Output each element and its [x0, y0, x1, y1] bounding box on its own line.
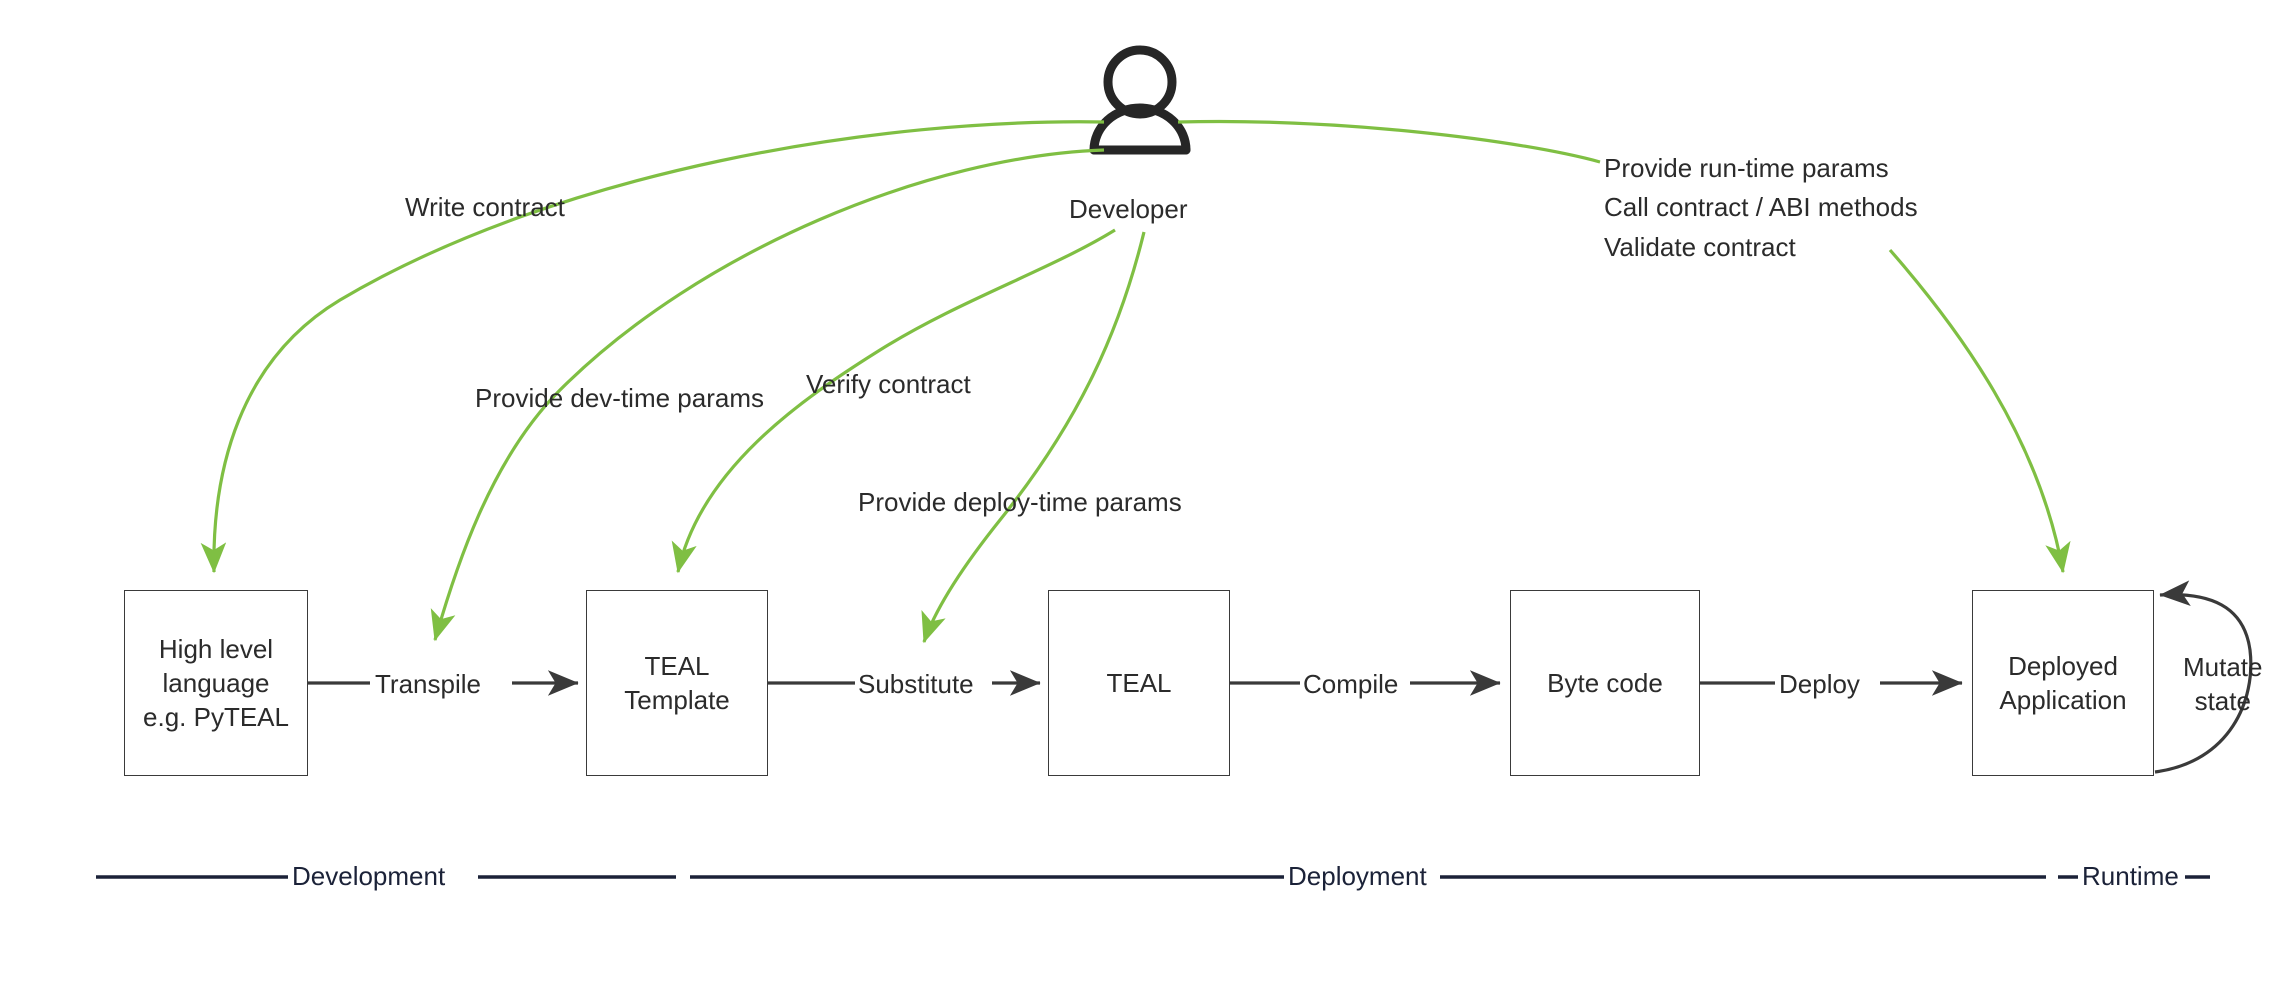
flow-label-deploy: Deploy [1779, 669, 1860, 699]
node-label-high-level-language: High level language e.g. PyTEAL [143, 633, 289, 733]
person-icon [1089, 45, 1191, 155]
node-teal-template[interactable]: TEAL Template [586, 590, 768, 776]
flow-label-mutate-state: Mutate state [2183, 652, 2263, 717]
flow-label-compile: Compile [1303, 669, 1399, 699]
edge-verify-contract [671, 228, 1116, 574]
actor-label-developer: Developer [1069, 194, 1188, 224]
runtime-annotation-line-3: Validate contract [1604, 232, 1796, 262]
edge-label-provide-dev-time-params: Provide dev-time params [475, 383, 764, 413]
edge-label-write-contract: Write contract [405, 192, 565, 222]
edge-write-contract [200, 120, 1105, 574]
runtime-annotation-line-1: Provide run-time params [1604, 153, 1889, 183]
node-teal[interactable]: TEAL [1048, 590, 1230, 776]
phase-label-development: Development [292, 861, 446, 891]
flow-label-substitute: Substitute [858, 669, 974, 699]
edge-runtime-to-deployed-app [1888, 248, 2071, 574]
flow-label-transpile: Transpile [375, 669, 481, 699]
node-label-teal: TEAL [1106, 667, 1172, 698]
edge-provide-deploy-time-params [921, 231, 1146, 644]
node-byte-code[interactable]: Byte code [1510, 590, 1700, 776]
edge-provide-dev-time-params [430, 148, 1105, 642]
node-high-level-language[interactable]: High level language e.g. PyTEAL [124, 590, 308, 776]
node-label-teal-template: TEAL Template [624, 650, 730, 715]
edge-label-provide-deploy-time-params: Provide deploy-time params [858, 487, 1182, 517]
edge-runtime-actions [1177, 119, 1601, 164]
edge-mutate-state [2154, 580, 2253, 774]
node-label-deployed-application: Deployed Application [1999, 650, 2127, 715]
node-deployed-application[interactable]: Deployed Application [1972, 590, 2154, 776]
phase-label-deployment: Deployment [1288, 861, 1427, 891]
runtime-annotation-line-2: Call contract / ABI methods [1604, 192, 1918, 222]
edge-label-verify-contract: Verify contract [806, 369, 971, 399]
node-label-byte-code: Byte code [1547, 667, 1663, 698]
phase-label-runtime: Runtime [2082, 861, 2179, 891]
